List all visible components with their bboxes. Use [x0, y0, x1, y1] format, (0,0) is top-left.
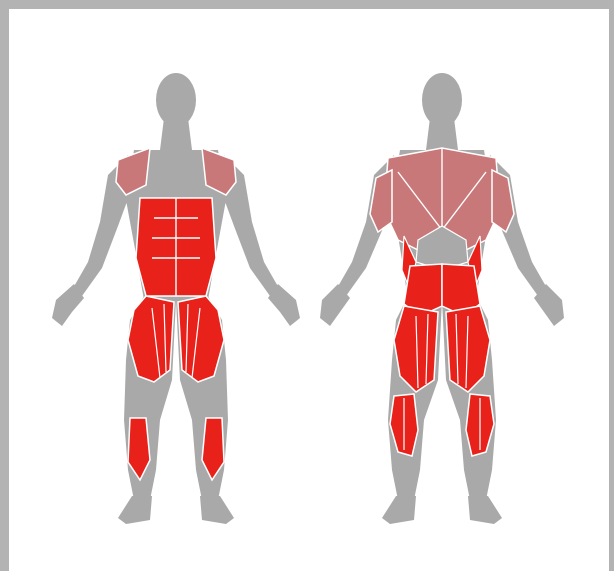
- muscle-diagram: [9, 9, 609, 571]
- front-neck: [160, 118, 192, 150]
- back-left-foot: [382, 496, 416, 524]
- front-left-foot: [118, 496, 152, 524]
- front-right-foot: [200, 496, 234, 524]
- back-figure: [320, 73, 564, 524]
- back-neck: [426, 118, 458, 150]
- front-figure: [52, 73, 300, 524]
- back-right-foot: [468, 496, 502, 524]
- diagram-panel: [9, 9, 609, 571]
